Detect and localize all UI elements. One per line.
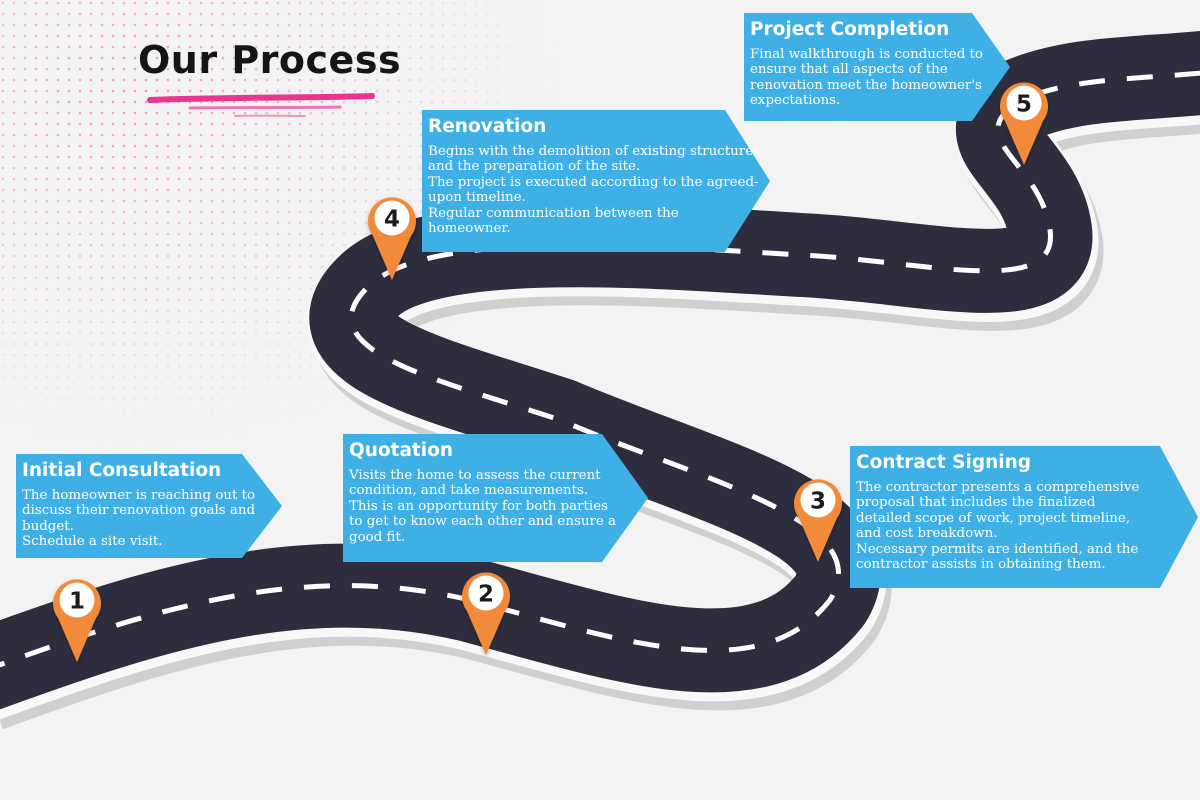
location-pin-icon: 2	[462, 572, 510, 655]
step-description-line: Begins with the demolition of existing s…	[428, 144, 760, 175]
step-title: Renovation	[428, 116, 547, 137]
callout-arrow-project-completion	[744, 13, 1010, 121]
title-underline-stroke	[147, 93, 375, 117]
step-description-line: The project is executed according to the…	[428, 174, 759, 206]
step-callout-project-completion: Project Completion Final walkthrough is …	[744, 13, 992, 115]
step-number: 1	[69, 589, 85, 615]
step-description-line: The homeowner is reaching out to discuss…	[22, 488, 256, 534]
location-pin-icon: 5	[1000, 82, 1048, 165]
step-callout-renovation: Renovation Begins with the demolition of…	[422, 110, 760, 242]
step-description-line: Regular communication between the homeow…	[428, 205, 679, 237]
step-description-line: Schedule a site visit.	[22, 534, 163, 550]
step-callout-initial-consultation: Initial Consultation The homeowner is re…	[16, 454, 256, 556]
step-title: Project Completion	[750, 19, 950, 40]
callout-arrow-initial-consultation	[16, 454, 282, 558]
step-number: 2	[478, 582, 494, 608]
step-number: 3	[810, 489, 826, 515]
winding-road	[0, 30, 1200, 730]
step-description-line: The contractor presents a comprehensive …	[856, 480, 1140, 542]
step-number: 4	[384, 207, 400, 233]
location-pin-icon: 3	[794, 479, 842, 562]
step-title: Contract Signing	[856, 452, 1031, 473]
callout-arrow-quotation	[343, 434, 648, 562]
step-description-line: Necessary permits are identified, and th…	[856, 541, 1139, 573]
page-title: Our Process	[138, 38, 402, 82]
step-title: Initial Consultation	[22, 460, 222, 481]
location-pin-icon: 4	[368, 197, 416, 280]
step-number: 5	[1016, 92, 1032, 118]
step-description-line: Visits the home to assess the current co…	[349, 468, 601, 499]
step-callout-quotation: Quotation Visits the home to assess the …	[343, 434, 625, 551]
step-description-line: Final walkthrough is conducted to ensure…	[750, 47, 983, 109]
location-pin-icon: 1	[53, 579, 101, 662]
callout-arrow-renovation	[422, 110, 770, 252]
step-title: Quotation	[349, 440, 453, 461]
callout-arrow-contract-signing	[850, 446, 1198, 588]
step-description-line: This is an opportunity for both parties …	[349, 498, 617, 545]
step-callout-contract-signing: Contract Signing The contractor presents…	[850, 446, 1152, 578]
